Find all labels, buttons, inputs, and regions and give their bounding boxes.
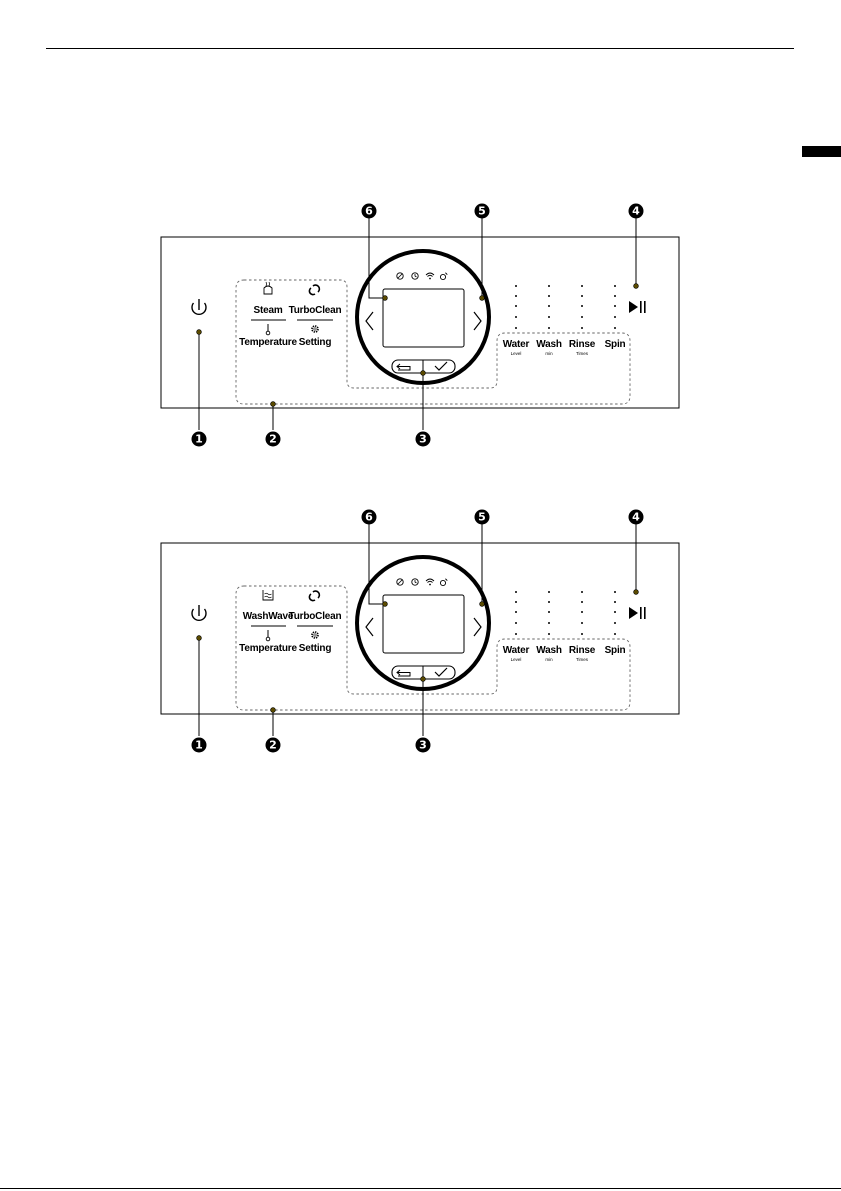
cycle-wash-label[interactable]: Wash: [536, 339, 562, 350]
no-detergent-icon: [397, 273, 403, 279]
option-steam-label[interactable]: Steam: [253, 305, 282, 316]
section-tab: [802, 146, 841, 157]
display-screen: [383, 595, 464, 653]
cycle-rinse-label[interactable]: Rinse: [569, 645, 595, 656]
cycle-water-label[interactable]: Water: [503, 645, 529, 656]
option-setting-label[interactable]: Setting: [299, 643, 332, 654]
cycle-rinse-sub: Times: [576, 657, 588, 662]
check-icon: [435, 668, 447, 676]
timer-icon: [412, 579, 418, 585]
top-rule: [46, 48, 794, 49]
callout-6: 6: [362, 204, 377, 219]
cycle-spin-label[interactable]: Spin: [605, 645, 626, 656]
cycle-rinse-sub: Times: [576, 351, 588, 356]
option-temperature-label[interactable]: Temperature: [239, 337, 297, 348]
wifi-icon: [426, 579, 434, 585]
cycle-water-label[interactable]: Water: [503, 339, 529, 350]
callout-6: 6: [362, 510, 377, 525]
option-washwave-label[interactable]: WashWave: [243, 611, 293, 622]
callout-3: 3: [416, 432, 431, 447]
cycle-water-sub: Level: [511, 657, 522, 662]
no-detergent-icon: [397, 579, 403, 585]
callout-3: 3: [416, 738, 431, 753]
cycle-wash-sub: min: [545, 351, 552, 356]
steam-icon: [264, 282, 272, 294]
back-icon: [397, 364, 410, 370]
option-temperature-label[interactable]: Temperature: [239, 643, 297, 654]
callout-2: 2: [266, 738, 281, 753]
right-arrow-icon: [474, 312, 481, 330]
thermometer-icon: [266, 324, 270, 335]
callout-2: 2: [266, 432, 281, 447]
start-pause-icon: [629, 607, 646, 619]
power-icon: [192, 605, 206, 620]
led-columns: [515, 285, 616, 329]
callout-1: 1: [192, 738, 207, 753]
left-arrow-icon: [366, 312, 373, 330]
wifi-icon: [426, 273, 434, 279]
gear-icon: [312, 632, 318, 638]
thermometer-icon: [266, 630, 270, 641]
power-icon: [192, 299, 206, 314]
callout-1: 1: [192, 432, 207, 447]
gear-icon: [312, 326, 318, 332]
cycle-spin-label[interactable]: Spin: [605, 339, 626, 350]
panel-a-drawing: [0, 200, 841, 460]
cycle-rinse-label[interactable]: Rinse: [569, 339, 595, 350]
turboclean-icon: [309, 591, 319, 601]
option-turboclean-label[interactable]: TurboClean: [289, 305, 342, 316]
panel-b-drawing: [0, 506, 841, 766]
bottom-rule: [0, 1188, 841, 1189]
washwave-icon: [263, 590, 273, 600]
callout-4: 4: [629, 510, 644, 525]
left-arrow-icon: [366, 618, 373, 636]
cycle-wash-label[interactable]: Wash: [536, 645, 562, 656]
callout-5: 5: [475, 510, 490, 525]
display-screen: [383, 289, 464, 347]
right-arrow-icon: [474, 618, 481, 636]
cycle-wash-sub: min: [545, 657, 552, 662]
cycle-water-sub: Level: [511, 351, 522, 356]
back-icon: [397, 670, 410, 676]
led-columns: [515, 591, 616, 635]
control-panel-diagram-b: WashWave TurboClean Temperature Setting …: [0, 506, 841, 766]
callout-5: 5: [475, 204, 490, 219]
option-setting-label[interactable]: Setting: [299, 337, 332, 348]
start-pause-icon: [629, 301, 646, 313]
timer-icon: [412, 273, 418, 279]
control-panel-diagram-a: Steam TurboClean Temperature Setting Wat…: [0, 200, 841, 460]
option-turboclean-label[interactable]: TurboClean: [289, 611, 342, 622]
callout-4: 4: [629, 204, 644, 219]
remote-icon: [440, 273, 447, 280]
remote-icon: [440, 579, 447, 586]
turboclean-icon: [309, 285, 319, 295]
check-icon: [435, 362, 447, 370]
